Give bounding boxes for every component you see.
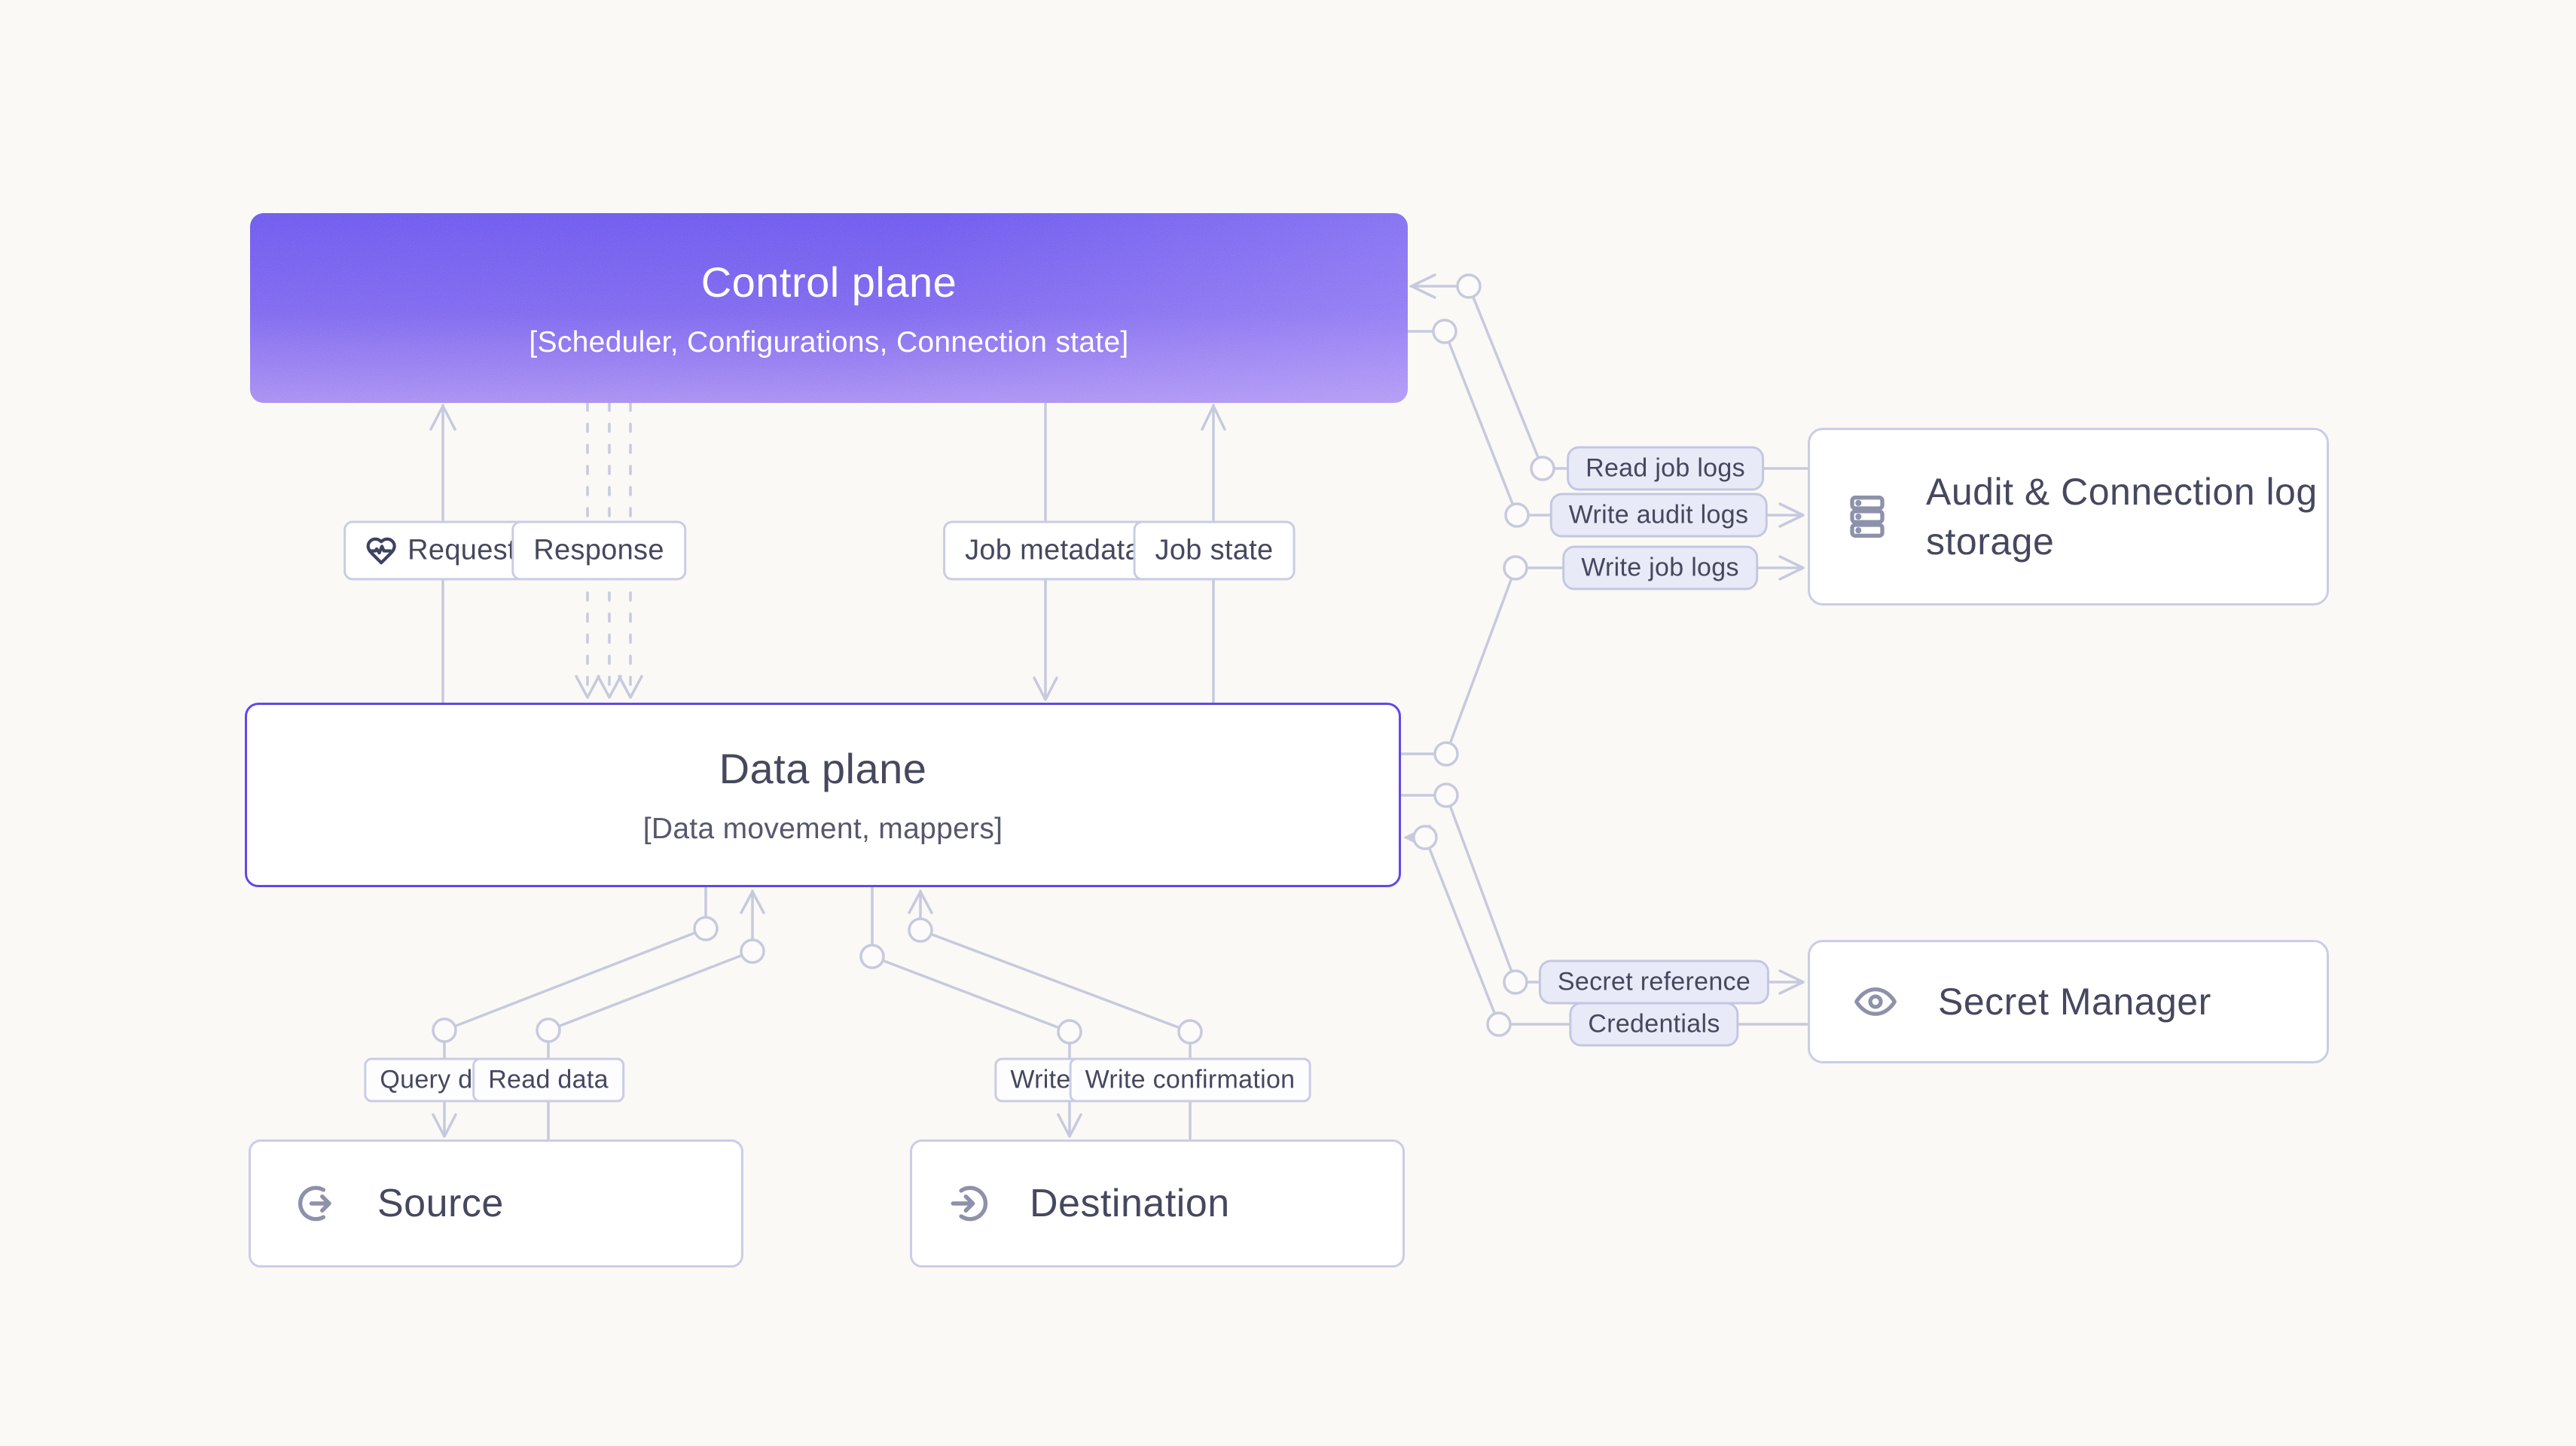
data-plane-title: Data plane — [719, 745, 927, 792]
control-plane-title: Control plane — [700, 258, 957, 306]
destination-box: Destination — [910, 1139, 1405, 1268]
write-confirmation-label: Write confirmation — [1069, 1057, 1311, 1103]
job-state-label: Job state — [1133, 520, 1296, 581]
arrow-out-circle-icon — [298, 1185, 331, 1222]
credentials-label: Credentials — [1569, 1002, 1739, 1047]
heart-pulse-icon — [366, 537, 396, 564]
data-plane-subtitle: [Data movement, mappers] — [642, 813, 1003, 845]
noise-texture — [250, 213, 1408, 403]
write-audit-logs-label: Write audit logs — [1549, 493, 1768, 538]
read-data-label: Read data — [472, 1057, 624, 1103]
response-label: Response — [511, 520, 686, 581]
request-label: Request — [343, 520, 538, 581]
secret-manager-box: Secret Manager — [1808, 940, 2329, 1063]
secret-manager-label: Secret Manager — [1938, 981, 2211, 1023]
secret-reference-label: Secret reference — [1538, 959, 1770, 1005]
destination-label: Destination — [1030, 1181, 1230, 1225]
audit-log-storage-box: Audit & Connection log storage — [1808, 428, 2329, 606]
read-job-logs-label: Read job logs — [1567, 446, 1764, 491]
write-job-logs-label: Write job logs — [1562, 545, 1758, 590]
server-stack-icon — [1850, 496, 1885, 538]
source-label: Source — [377, 1181, 504, 1225]
control-plane-subtitle: [Scheduler, Configurations, Connection s… — [529, 325, 1129, 358]
arrow-in-circle-icon — [951, 1185, 988, 1222]
data-plane-box: Data plane [Data movement, mappers] — [245, 703, 1401, 887]
eye-icon — [1854, 987, 1897, 1016]
job-metadata-label: Job metadata — [943, 520, 1163, 581]
audit-log-storage-label: Audit & Connection log storage — [1926, 471, 2318, 563]
source-box: Source — [249, 1139, 743, 1268]
control-plane-box: Control plane [Scheduler, Configurations… — [250, 213, 1408, 403]
